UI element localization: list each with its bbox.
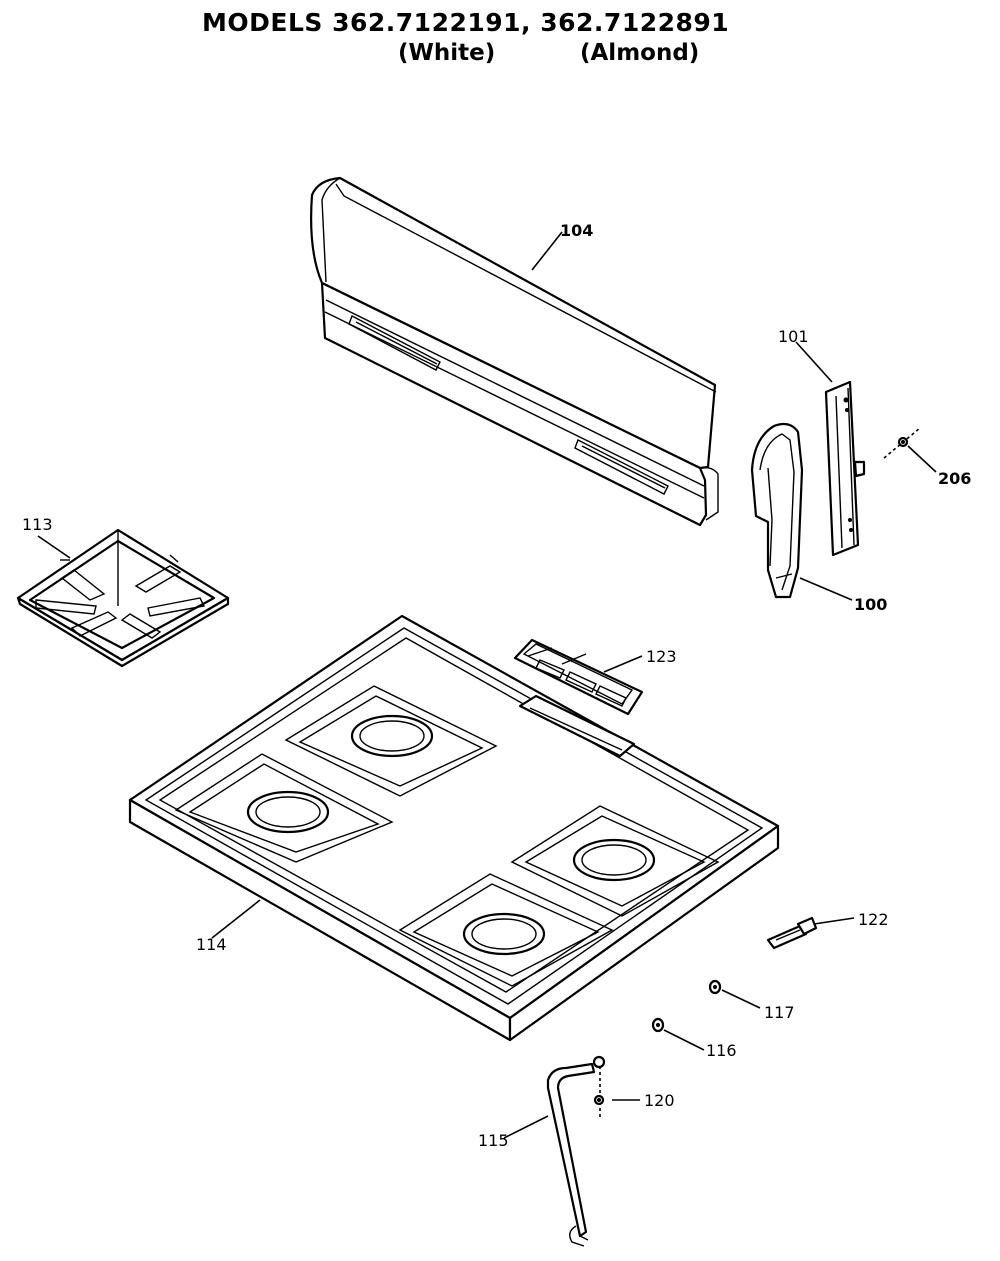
part-100-end-cap [750,422,804,599]
part-104-backguard [310,176,719,527]
callout-120: 120 [644,1091,675,1110]
leader-lines [37,231,937,1139]
part-116-retainer [651,1017,665,1033]
callout-117: 117 [764,1003,795,1022]
callout-114: 114 [196,935,227,954]
part-113-burner-grate [16,528,230,668]
callout-116: 116 [706,1041,737,1060]
models-title: MODELS 362.7122191, 362.7122891 [202,8,730,37]
callout-labels: 104 101 206 100 113 123 114 122 117 116 … [22,221,971,1150]
part-117-retainer [708,979,722,995]
variant-almond-label: (Almond) [580,40,700,66]
part-206-screw [883,427,921,459]
callout-123: 123 [646,647,677,666]
variant-white-label: (White) [398,40,496,66]
part-122-igniter [766,916,818,950]
callout-104: 104 [560,221,593,240]
callout-206: 206 [938,469,971,488]
part-101-end-bracket [824,380,866,557]
part-114-cooktop-main-top [128,614,780,1042]
callout-100: 100 [854,595,887,614]
callout-115: 115 [478,1131,509,1150]
part-123-vent-panel [513,638,644,716]
part-120-screw [592,1055,606,1118]
part-115-support-rod [546,1062,596,1247]
callout-113: 113 [22,515,53,534]
callout-101: 101 [778,327,809,346]
diagram-header: MODELS 362.7122191, 362.7122891 (White) … [0,0,1000,80]
callout-122: 122 [858,910,889,929]
